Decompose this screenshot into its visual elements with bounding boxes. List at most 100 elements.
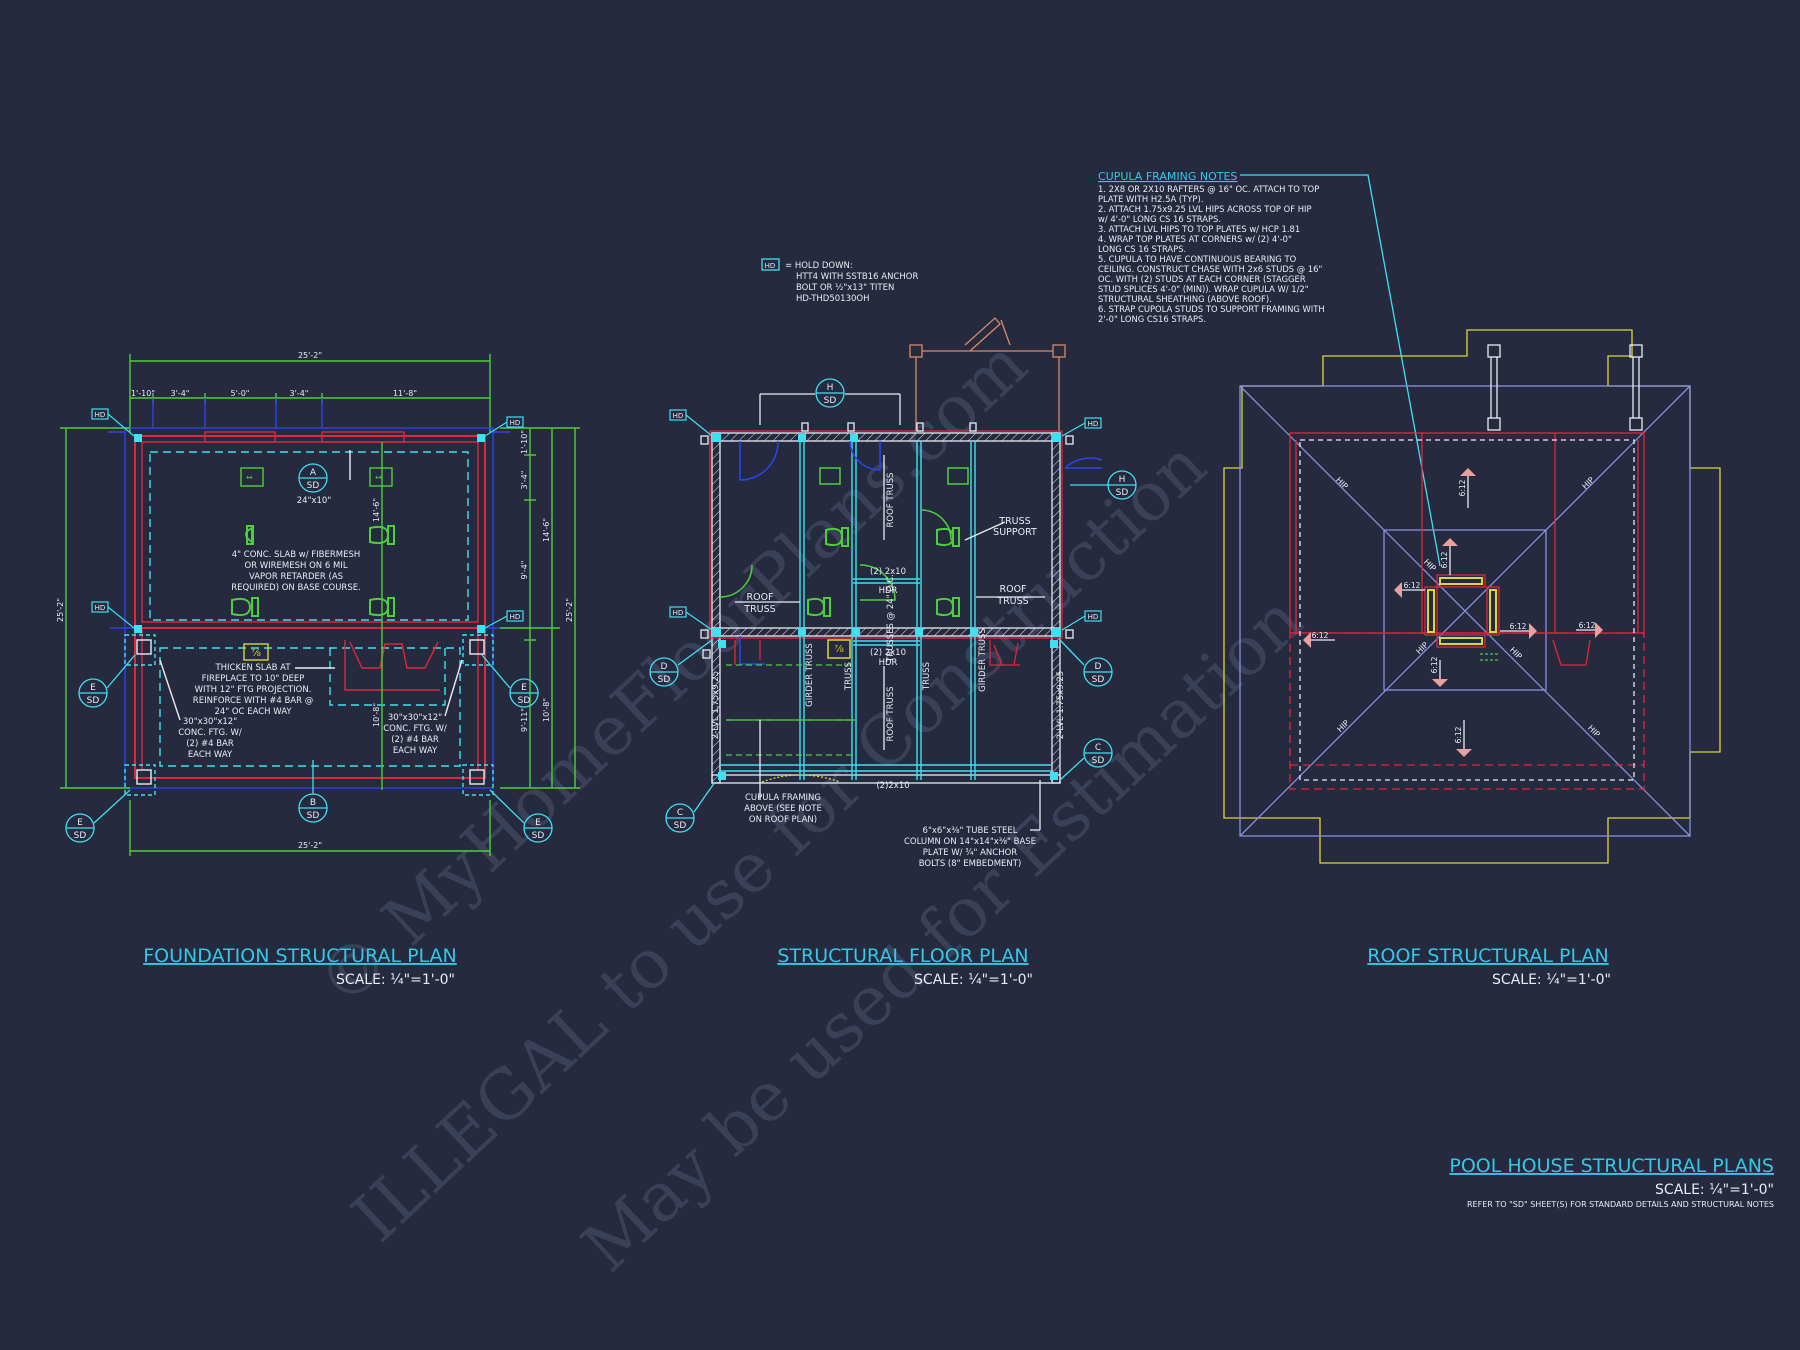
girder-truss-v2: GIRDER TRUSS [978, 628, 988, 692]
ftg-note-left-3: (2) #4 BAR [186, 739, 234, 749]
ftg-note-right-4: EACH WAY [393, 746, 438, 756]
roof-note-4: 3. ATTACH LVL HIPS TO TOP PLATES w/ HCP … [1098, 224, 1300, 234]
ftg-note-left-4: EACH WAY [188, 750, 233, 760]
tag-h-2: H [1119, 475, 1126, 485]
hd-legend-3: BOLT OR ½"x13" TITEN [796, 283, 894, 293]
tag-h-2-sd: SD [1116, 488, 1129, 498]
tube-note-4: BOLTS (8" EMBEDMENT) [919, 859, 1022, 869]
header-2x10-b: (2) 2x10 [870, 648, 906, 658]
roof-note-10: STUD SPLICES 4'-0" (MIN)). WRAP CUPULA W… [1098, 284, 1309, 294]
hip-1: HIP [1334, 475, 1350, 491]
foundation-hd-tags: HD HD HD HD [91, 408, 524, 629]
hd-tag-p4: HD [1088, 613, 1099, 621]
foundation-dim-left: 25'-2" [56, 598, 65, 622]
cupula-note-1: CUPULA FRAMING [745, 793, 821, 803]
pitch-5: 6:12 [1404, 581, 1421, 590]
tag-h-1-sd: SD [824, 396, 837, 406]
roof-note-2: 2. ATTACH 1.75x9.25 LVL HIPS ACROSS TOP … [1098, 204, 1312, 214]
pitch-6: 6:12 [1312, 631, 1329, 640]
svg-text:⅞: ⅞ [251, 648, 261, 659]
tag-h-1: H [827, 383, 834, 393]
roof-note-8: CEILING. CONSTRUCT CHASE WITH 2x6 STUDS … [1098, 264, 1322, 274]
tag-e-4: E [535, 818, 541, 828]
thicken-note-5: 24" OC EACH WAY [214, 707, 292, 717]
foundation-dim-right-a: 14'-6" [542, 518, 551, 542]
truss-v1: TRUSS [844, 662, 854, 691]
lvl-right: 2-LVL 1.75x9.25 [1056, 671, 1066, 739]
tag-e-2-sd: SD [518, 696, 531, 706]
tag-e-1: E [90, 683, 96, 693]
tag-b: B [310, 798, 316, 808]
roof-truss-1a: ROOF [746, 592, 773, 603]
tag-e-3-sd: SD [74, 831, 87, 841]
foundation-plan: 25'-2" 1'-10" 3'-4" 5'-0" 3'-4" 11'-8" [56, 351, 580, 856]
roof-scale: SCALE: ¼"=1'-0" [1492, 972, 1611, 988]
pitch-1: 6:12 [1458, 479, 1467, 496]
tag-a-sd: SD [307, 481, 320, 491]
roof-plan: CUPULA FRAMING NOTES 1. 2X8 OR 2X10 RAFT… [1098, 170, 1721, 864]
roof-title: ROOF STRUCTURAL PLAN [1367, 945, 1608, 967]
truss-support-a: TRUSS [998, 516, 1030, 527]
foundation-dim-seg-5: 11'-8" [393, 389, 417, 398]
hip-6: HIP [1414, 640, 1430, 656]
tag-e-4-sd: SD [532, 831, 545, 841]
foundation-dim-right-c1: 1'-10" [520, 430, 529, 454]
pitch-3: 6:12 [1430, 656, 1439, 673]
girder-truss-v1: GIRDER TRUSS [805, 643, 815, 707]
hd-tag-f4: HD [510, 613, 521, 621]
foundation-dim-seg-1: 1'-10" [131, 389, 155, 398]
foundation-scale: SCALE: ¼"=1'-0" [336, 972, 455, 988]
thicken-note-2: FIREPLACE TO 10" DEEP [202, 674, 305, 684]
hd-legend-4: HD-THD50130OH [796, 294, 869, 304]
roof-note-11: STRUCTURAL SHEATHING (ABOVE ROOF). [1098, 294, 1272, 304]
foundation-dim-right-c2: 3'-4" [520, 471, 529, 490]
hip-3: HIP [1335, 718, 1351, 734]
ftg-note-right-3: (2) #4 BAR [391, 735, 439, 745]
tag-d-2: D [1095, 662, 1102, 672]
hip-7: HIP [1508, 645, 1524, 661]
slab-note-2: OR WIREMESH ON 6 MIL [244, 561, 347, 571]
sheet-title: POOL HOUSE STRUCTURAL PLANS [1449, 1155, 1774, 1177]
floor-scale: SCALE: ¼"=1'-0" [914, 972, 1033, 988]
footing-size: 24"x10" [297, 496, 332, 506]
thicken-note-1: THICKEN SLAB AT [214, 663, 291, 673]
hdr-b: HDR [879, 658, 898, 668]
foundation-dim-inner-b: 10'-8" [372, 703, 381, 727]
cupula-note-2: ABOVE (SEE NOTE [744, 804, 822, 814]
roof-truss-2a: ROOF [999, 584, 1026, 595]
foundation-dim-right-outer: 25'-2" [565, 598, 574, 622]
roof-truss-2b: TRUSS [996, 596, 1028, 607]
hip-2: HIP [1580, 475, 1596, 491]
truss-spacing: TRUSSES @ 24" O.C. [886, 574, 896, 663]
tag-d-2-sd: SD [1092, 675, 1105, 685]
tag-c-1: C [1095, 743, 1101, 753]
foundation-dim-inner-a: 14'-6" [372, 498, 381, 522]
foundation-section-tags: A SD B SD E SD E SD E SD E SD [65, 463, 553, 843]
tag-e-2: E [521, 683, 527, 693]
svg-text:⅞: ⅞ [834, 644, 844, 655]
tag-c-2-sd: SD [674, 821, 687, 831]
ftg-note-left-1: 30"x30"x12" [183, 717, 237, 727]
tag-b-sd: SD [307, 811, 320, 821]
pitch-2: 6:12 [1440, 551, 1449, 568]
cupula-note-3: ON ROOF PLAN) [749, 815, 817, 825]
truss-v2: TRUSS [922, 662, 932, 691]
hd-legend-tag: HD [765, 262, 776, 270]
pitch-8: 6:12 [1579, 621, 1596, 630]
hd-tag-p1: HD [673, 412, 684, 420]
foundation-dim-right-c3: 9'-4" [520, 561, 529, 580]
roof-note-7: 5. CUPULA TO HAVE CONTINUOUS BEARING TO [1098, 254, 1297, 264]
tag-d-1-sd: SD [658, 675, 671, 685]
roof-note-9: OC. WITH (2) STUDS AT EACH CORNER (STAGG… [1098, 274, 1306, 284]
svg-text:↔: ↔ [246, 473, 253, 482]
pitch-4: 6:12 [1454, 726, 1463, 743]
hd-tag-p2: HD [1088, 420, 1099, 428]
ftg-note-right-1: 30"x30"x12" [388, 713, 442, 723]
roof-note-13: 2'-0" LONG CS16 STRAPS. [1098, 314, 1206, 324]
floor-plan: HD = HOLD DOWN: HTT4 WITH SSTB16 ANCHOR … [700, 258, 1103, 869]
tag-a: A [310, 468, 317, 478]
tube-note-3: PLATE W/ ¾" ANCHOR [923, 848, 1017, 858]
floor-title: STRUCTURAL FLOOR PLAN [777, 945, 1028, 967]
hd-tag-p3: HD [673, 609, 684, 617]
